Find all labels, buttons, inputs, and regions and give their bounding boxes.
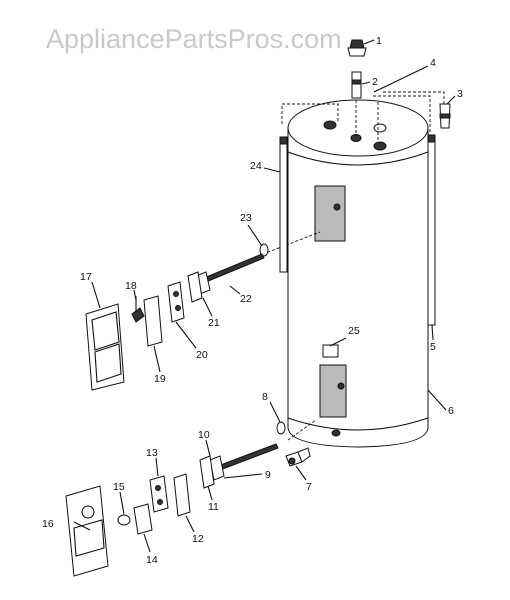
part-nipple [351, 71, 362, 99]
label-13: 13 [146, 447, 158, 459]
label-15: 15 [113, 481, 125, 493]
part-lower-insulation [173, 473, 191, 517]
label-5: 5 [430, 341, 436, 353]
label-6: 6 [448, 405, 454, 417]
part-lower-thermostat [149, 475, 169, 513]
watermark: AppliancePartsPros.com [46, 24, 342, 54]
part-fitting [439, 103, 451, 129]
part-drain-valve [285, 447, 311, 467]
label-9: 9 [265, 469, 271, 481]
part-lower-pad [133, 503, 153, 535]
part-lower-cover [65, 485, 109, 577]
part-upper-bracket [187, 271, 203, 303]
label-23: 23 [240, 212, 252, 224]
part-plug [117, 514, 131, 526]
label-4: 4 [430, 57, 436, 69]
part-upper-cover [85, 303, 125, 391]
label-3: 3 [457, 88, 463, 100]
part-anode-rod [279, 136, 288, 273]
label-20: 20 [196, 349, 208, 361]
label-22: 22 [240, 293, 252, 305]
part-lower-element [209, 443, 279, 481]
label-17: 17 [80, 271, 92, 283]
label-14: 14 [146, 554, 158, 566]
part-relief-valve [347, 39, 367, 57]
top-connectors [257, 91, 445, 441]
part-lower-gasket [276, 421, 286, 435]
part-lower-bracket [199, 455, 215, 489]
label-21: 21 [208, 317, 220, 329]
tank [287, 99, 429, 448]
label-16: 16 [42, 518, 54, 530]
callout-labels: 1 2 3 4 5 6 7 8 9 10 11 12 13 14 15 16 1… [42, 35, 463, 566]
part-upper-insulation [143, 295, 163, 347]
part-upper-element [195, 253, 265, 295]
label-7: 7 [306, 481, 312, 493]
part-upper-clip [131, 296, 145, 323]
part-dip-tube [427, 134, 436, 326]
label-11: 11 [208, 501, 219, 513]
label-10: 10 [198, 429, 210, 441]
label-8: 8 [262, 391, 268, 403]
label-2: 2 [372, 76, 378, 88]
label-18: 18 [125, 280, 137, 292]
label-1: 1 [376, 35, 382, 47]
label-19: 19 [154, 373, 166, 385]
label-25: 25 [348, 325, 360, 337]
leader-lines [73, 39, 456, 553]
part-upper-gasket [259, 243, 269, 257]
part-upper-thermostat [167, 281, 185, 323]
label-24: 24 [250, 160, 262, 172]
label-12: 12 [192, 533, 204, 545]
